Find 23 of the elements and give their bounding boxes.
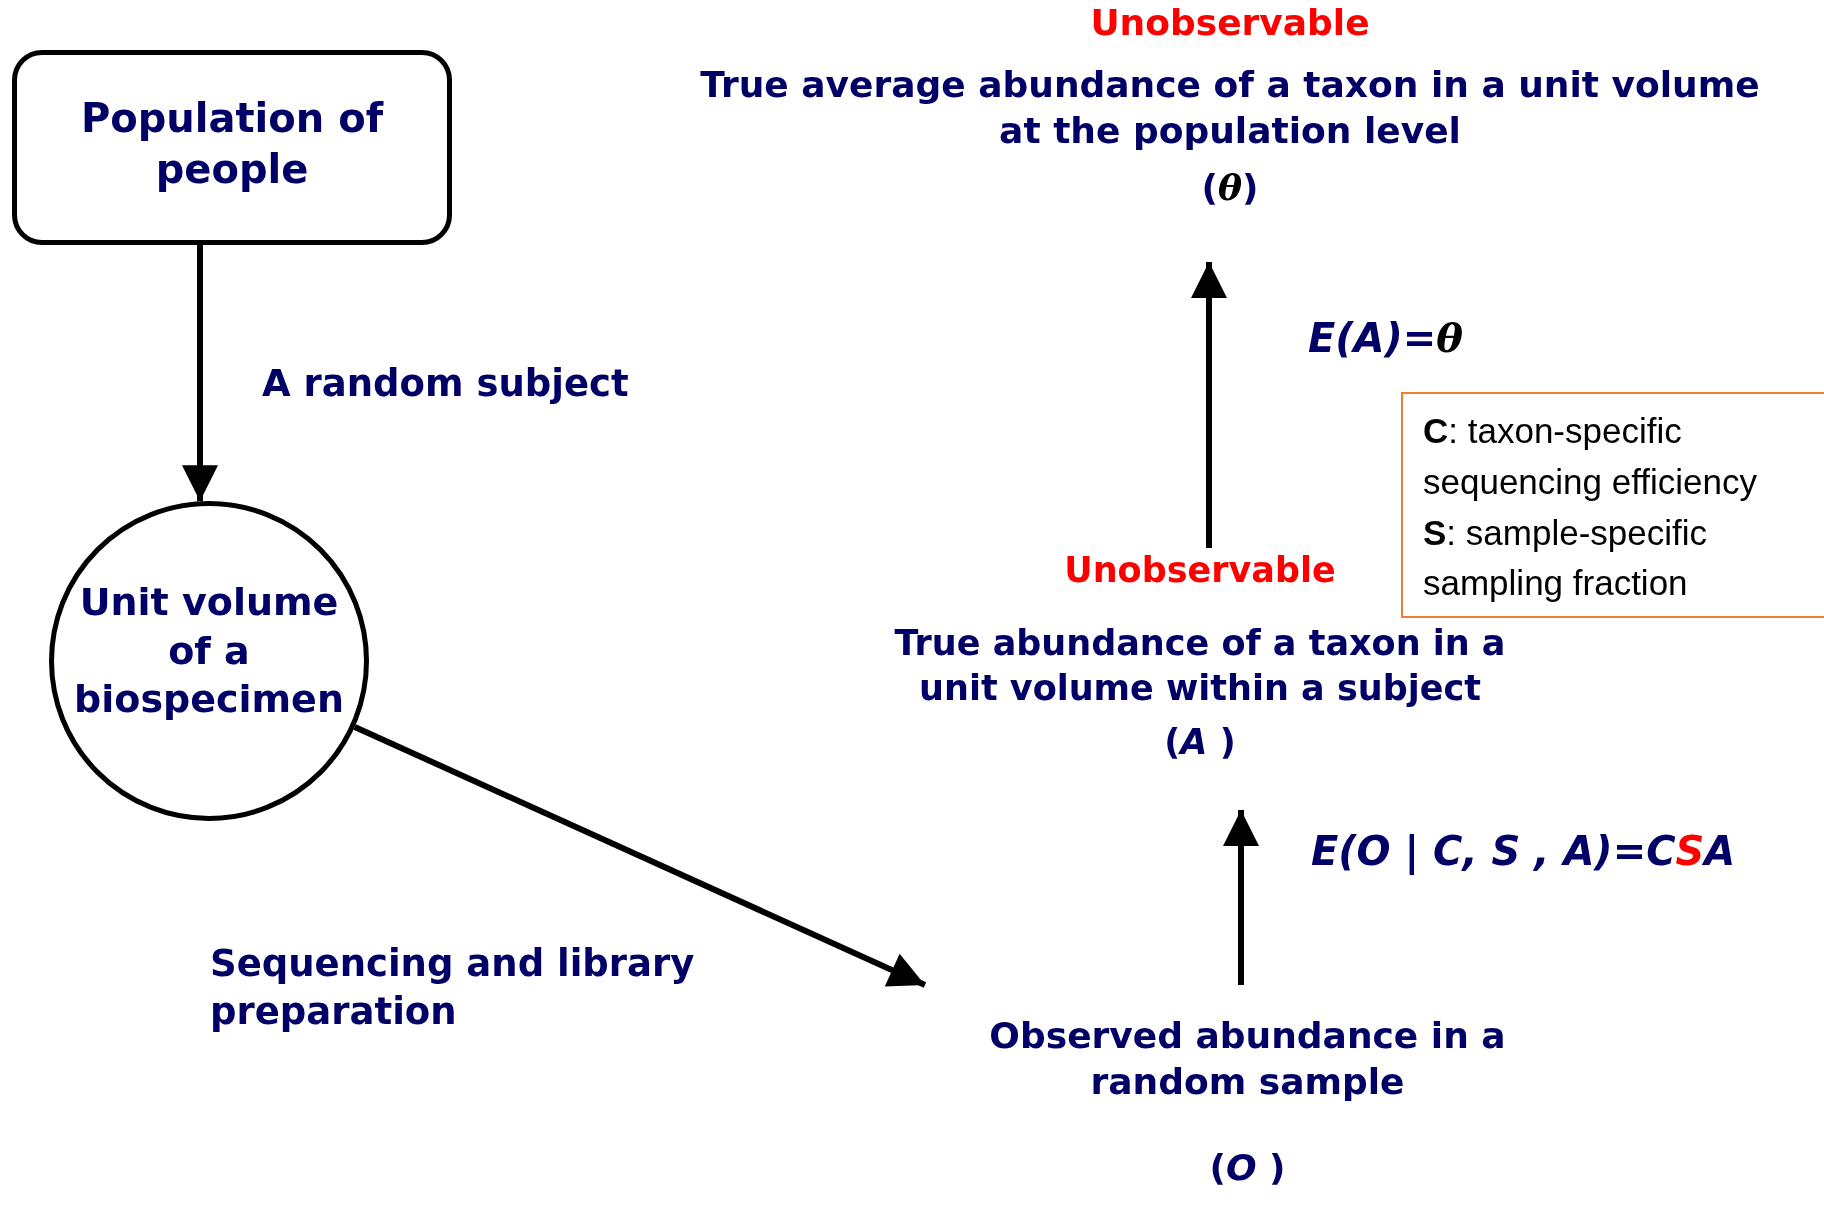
node-label: Observed abundance in a random sample <box>988 1014 1507 1105</box>
formula-label: E(A)=θ <box>1308 313 1464 363</box>
arrow <box>182 245 218 502</box>
unobservable-label: Unobservable <box>1064 549 1336 592</box>
definition-text: C: taxon-specific sequencing efficiency <box>1423 410 1759 503</box>
circle-node <box>49 501 369 821</box>
unobservable-label: Unobservable <box>1090 1 1370 45</box>
formula-label: E(O | C, S , A)=CSA <box>1311 827 1736 877</box>
node-label: Unit volume of a biospecimen <box>73 579 345 724</box>
node-label: True average abundance of a taxon in a unit volume at the population level <box>700 63 1760 154</box>
node-label: Population of people <box>79 94 385 195</box>
definition-text: S: sample-specific sampling fraction <box>1423 511 1708 605</box>
variable-symbol: (A ) <box>1164 721 1236 765</box>
arrow <box>353 724 927 988</box>
note-box <box>1401 392 1824 618</box>
variable-symbol: (O ) <box>1209 1146 1286 1191</box>
rounded-box <box>12 50 452 245</box>
arrow <box>1223 810 1259 985</box>
variable-symbol: (θ) <box>1201 165 1259 211</box>
edge-label: Sequencing and library preparation <box>210 941 696 1036</box>
node-label: True abundance of a taxon in a unit volume within a subject <box>893 621 1507 710</box>
arrow <box>1191 262 1227 548</box>
edge-label: A random subject <box>262 361 629 407</box>
